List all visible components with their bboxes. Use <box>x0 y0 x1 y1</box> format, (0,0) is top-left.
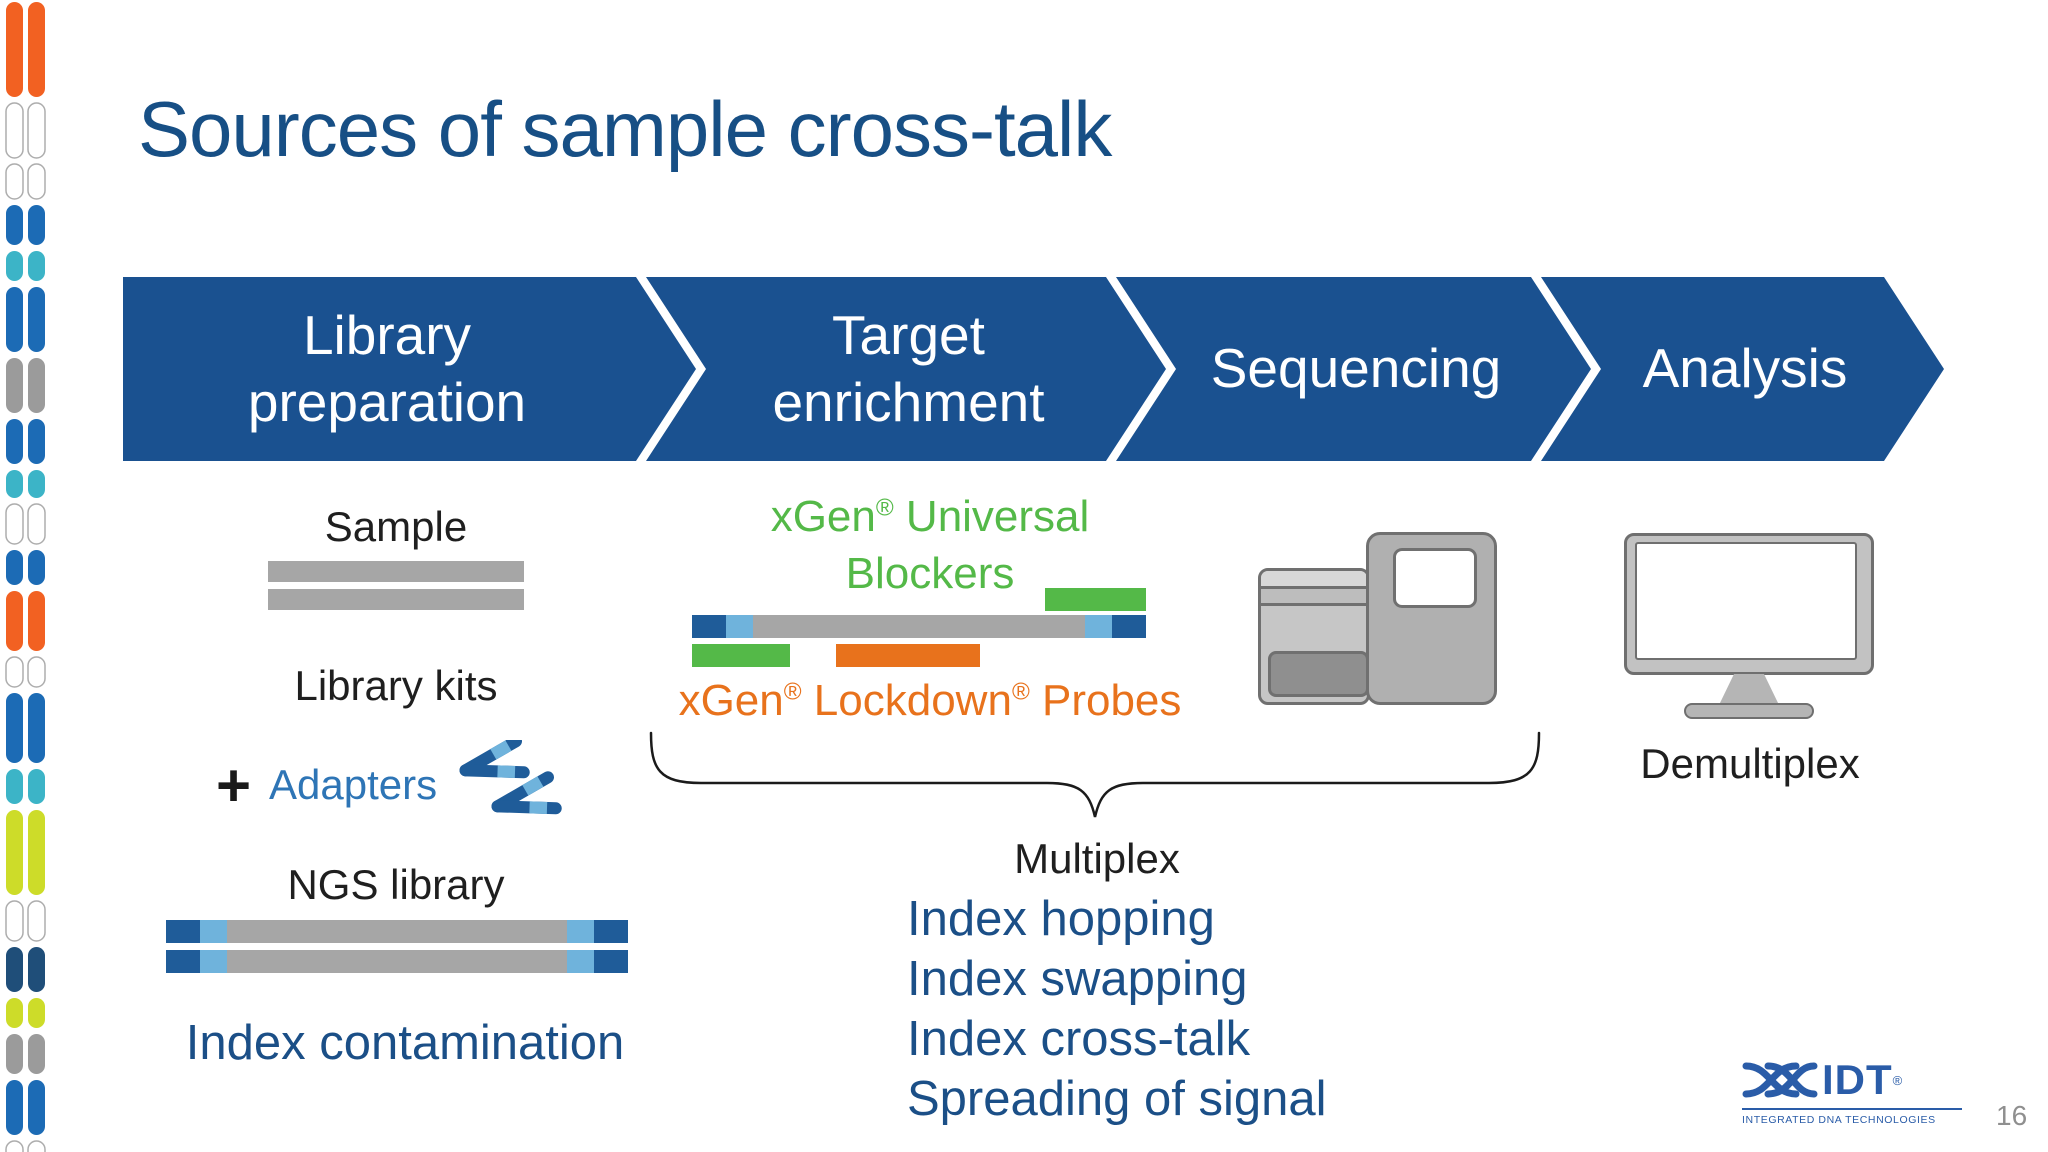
index-contamination-label: Index contamination <box>185 1016 625 1070</box>
multiplex-label: Multiplex <box>1014 835 1180 882</box>
sample-label: Sample <box>324 503 468 550</box>
probes-mid: Lockdown <box>801 676 1012 725</box>
curly-brace-icon <box>649 731 1541 818</box>
process-step-label: Analysis <box>1642 337 1848 400</box>
process-step-sequencing: Sequencing <box>1116 277 1591 461</box>
sequencer-screen <box>1393 548 1477 608</box>
blockers-rest: Universal <box>893 492 1090 541</box>
registered-mark: ® <box>1892 1072 1903 1088</box>
monitor-base <box>1684 703 1814 719</box>
issue-item: Index swapping <box>907 952 1248 1006</box>
registered-mark: ® <box>783 678 802 706</box>
sample-dna-bar <box>268 561 524 582</box>
monitor-icon <box>1624 533 1874 725</box>
registered-mark: ® <box>1011 678 1030 706</box>
library-fragment-bar <box>692 615 1146 638</box>
monitor-stand <box>1719 674 1779 705</box>
adapters-label: Adapters <box>269 761 438 808</box>
registered-mark: ® <box>875 494 894 522</box>
process-step-library-preparation: Library preparation <box>123 277 696 461</box>
universal-blockers-label: xGen® Universal Blockers <box>700 488 1160 602</box>
ngs-library-bar <box>166 950 628 973</box>
plus-sign: + <box>216 751 252 819</box>
demultiplex-label: Demultiplex <box>1640 740 1860 787</box>
process-step-label: Library preparation <box>247 303 527 433</box>
ngs-library-label: NGS library <box>287 861 505 908</box>
dna-helix-icon <box>1742 1062 1818 1098</box>
sample-dna-bar <box>268 589 524 610</box>
issue-item: Spreading of signal <box>907 1072 1327 1126</box>
idt-tagline: INTEGRATED DNA TECHNOLOGIES <box>1742 1108 1962 1126</box>
adapters-row: + Adapters <box>216 740 569 830</box>
probes-rest: Probes <box>1029 676 1182 725</box>
process-step-label: Target enrichment <box>772 303 1045 433</box>
blocker-bar-top <box>1045 588 1146 611</box>
library-kits-label: Library kits <box>294 662 498 709</box>
idt-logo: IDT ® INTEGRATED DNA TECHNOLOGIES <box>1742 1056 1962 1126</box>
process-step-label: Sequencing <box>1210 337 1502 400</box>
issue-item: Index hopping <box>907 892 1215 946</box>
blockers-line2: Blockers <box>845 549 1015 599</box>
idt-brand-text: IDT <box>1822 1056 1893 1103</box>
lockdown-probes-label: xGen® Lockdown® Probes <box>650 676 1210 726</box>
issue-item: Index cross-talk <box>907 1012 1251 1066</box>
monitor-screen <box>1635 542 1857 660</box>
ngs-library-bar <box>166 920 628 943</box>
chromosome-ideogram-strip <box>4 0 52 1152</box>
sequencer-tower <box>1366 532 1497 705</box>
blocker-bar-bottom <box>692 644 790 667</box>
target-enrichment-diagram <box>692 588 1146 668</box>
process-step-target-enrichment: Target enrichment <box>646 277 1166 461</box>
chromosome-ideogram-icon <box>5 2 46 1152</box>
probes-brand: xGen <box>678 676 784 725</box>
sequencer-icon <box>1258 532 1502 707</box>
crosstalk-issues-list: Index hopping Index swapping Index cross… <box>907 889 1327 1129</box>
page-title: Sources of sample cross-talk <box>138 85 1112 173</box>
blockers-brand: xGen <box>770 492 876 541</box>
adapter-icon <box>459 740 562 815</box>
sequencer-drawer <box>1268 651 1369 697</box>
page-number: 16 <box>1996 1100 2028 1131</box>
process-step-analysis: Analysis <box>1541 277 1944 461</box>
probe-bar <box>836 644 980 667</box>
